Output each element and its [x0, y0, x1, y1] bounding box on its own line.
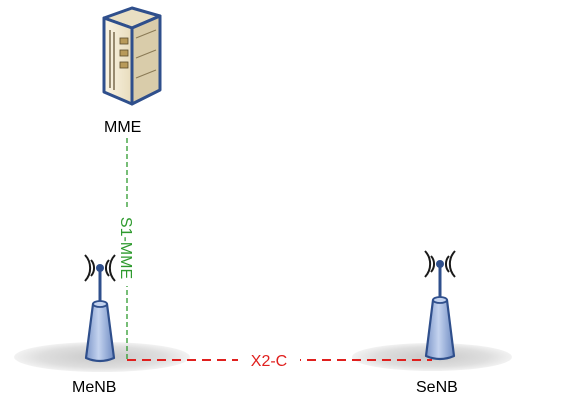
s1-mme-label: S1-MME — [117, 217, 134, 279]
senb-label: SeNB — [416, 379, 458, 396]
antenna-tower-icon — [424, 250, 456, 361]
menb-label: MeNB — [72, 379, 116, 396]
x2-c-label: X2-C — [251, 353, 287, 370]
server-icon — [102, 6, 162, 106]
antenna-tower-icon — [84, 254, 116, 363]
mme-label: MME — [104, 119, 141, 136]
